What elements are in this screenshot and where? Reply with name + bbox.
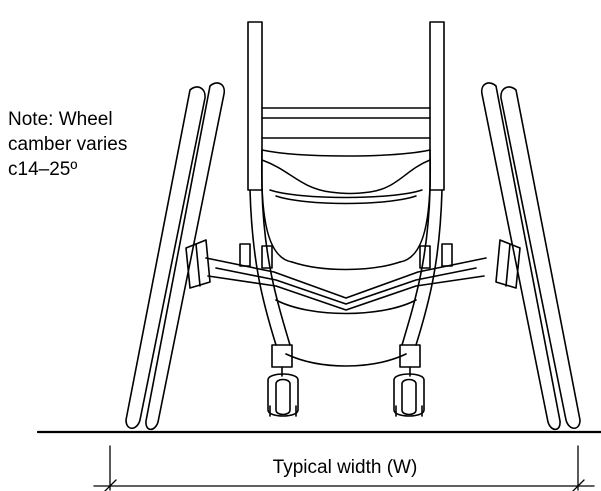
width-dimension	[93, 445, 595, 491]
left-wheel	[125, 82, 226, 431]
dimension-label: Typical width (W)	[273, 457, 418, 478]
note-line-2: camber varies	[8, 134, 127, 155]
note-line-1: Note: Wheel	[8, 109, 113, 130]
backrest-frame	[247, 21, 445, 191]
side-frame	[249, 189, 443, 367]
note-line-3: c14–25º	[8, 159, 77, 180]
note: Note: Wheel camber varies c14–25º	[8, 109, 127, 180]
left-castor	[267, 344, 299, 417]
seat-sling	[260, 149, 432, 271]
right-castor	[393, 344, 425, 417]
axle-tube	[205, 243, 487, 311]
right-wheel	[480, 82, 581, 431]
